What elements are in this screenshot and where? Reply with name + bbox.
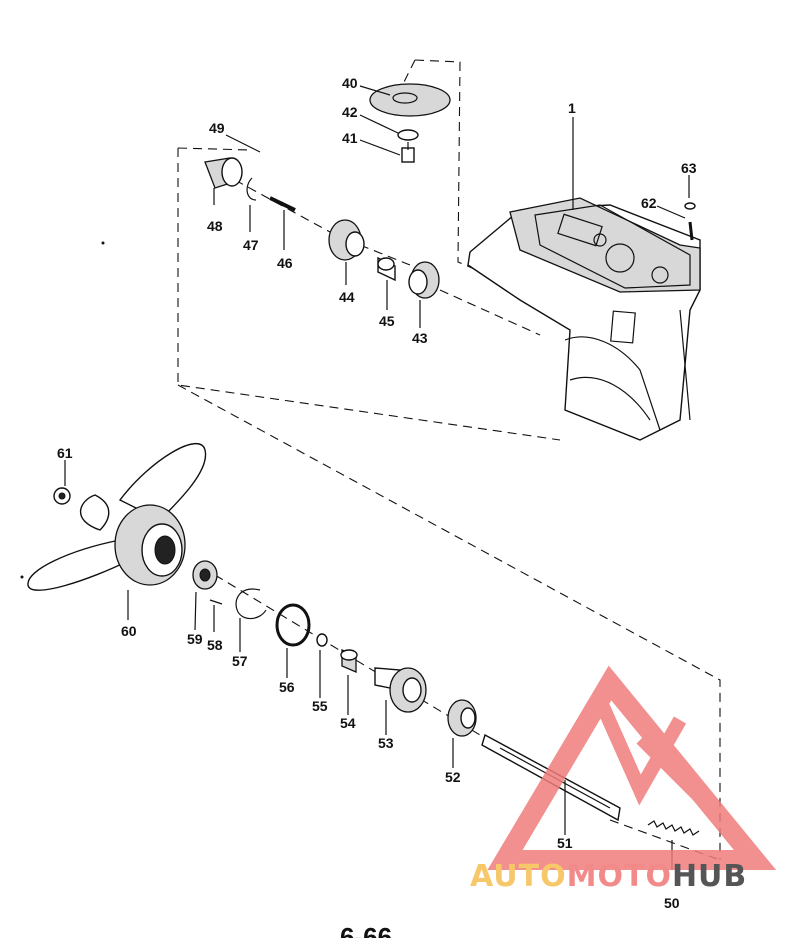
label-43: 43: [412, 330, 428, 346]
label-62: 62: [641, 195, 657, 211]
label-54: 54: [340, 715, 356, 731]
label-42: 42: [342, 104, 358, 120]
bearing-carrier: [204, 157, 243, 189]
stray-dot: [20, 575, 24, 579]
label-55: 55: [312, 698, 328, 714]
label-49: 49: [209, 120, 225, 136]
label-46: 46: [277, 255, 293, 271]
bearing-carrier-assembly: [374, 667, 427, 713]
pinion-gear: [328, 219, 365, 261]
o-ring: [275, 603, 311, 647]
screw: [688, 221, 694, 241]
watermark-hub: HUB: [672, 859, 747, 894]
label-51: 51: [557, 835, 573, 851]
stray-dot: [101, 241, 105, 245]
watermark-moto: MOTO: [567, 859, 672, 894]
part-labels: 1 40 41 42 43 44 45 46 47 48 49 50 51 52…: [57, 75, 697, 911]
label-50: 50: [664, 895, 680, 911]
bushing: [377, 256, 396, 282]
gear-housing: [467, 197, 701, 441]
watermark-auto: AUTO: [470, 859, 567, 894]
pin: [269, 196, 296, 212]
water-pump-cover: [369, 83, 451, 117]
propeller: [27, 443, 207, 591]
label-1: 1: [568, 100, 576, 116]
label-45: 45: [379, 313, 395, 329]
label-52: 52: [445, 769, 461, 785]
label-57: 57: [232, 653, 248, 669]
washer: [397, 129, 419, 141]
watermark-logo: [487, 665, 777, 870]
reverse-gear: [447, 699, 477, 737]
assembly-dashed-outline: [177, 59, 721, 861]
label-56: 56: [279, 679, 295, 695]
retaining-ring: [246, 177, 257, 201]
label-53: 53: [378, 735, 394, 751]
watermark-text: AUTOMOTOHUB: [470, 859, 747, 894]
label-47: 47: [243, 237, 259, 253]
label-48: 48: [207, 218, 223, 234]
bearing-washer: [316, 633, 328, 647]
label-44: 44: [339, 289, 355, 305]
forward-gear: [408, 261, 440, 299]
label-63: 63: [681, 160, 697, 176]
spring: [647, 820, 700, 836]
svg-text:AUTOMOTOHUB: AUTOMOTOHUB: [470, 859, 747, 894]
label-59: 59: [187, 631, 203, 647]
propeller-nut: [53, 487, 71, 505]
label-40: 40: [342, 75, 358, 91]
bolt: [401, 142, 415, 163]
leader-lines: [64, 85, 690, 870]
lock-ring: [235, 588, 267, 620]
page-number: 6-66: [340, 922, 392, 938]
label-61: 61: [57, 445, 73, 461]
label-60: 60: [121, 623, 137, 639]
bearing: [340, 649, 358, 673]
label-58: 58: [207, 637, 223, 653]
washer-small: [684, 202, 696, 210]
thrust-hub: [192, 560, 218, 590]
label-41: 41: [342, 130, 358, 146]
cotter-pin: [209, 599, 223, 605]
